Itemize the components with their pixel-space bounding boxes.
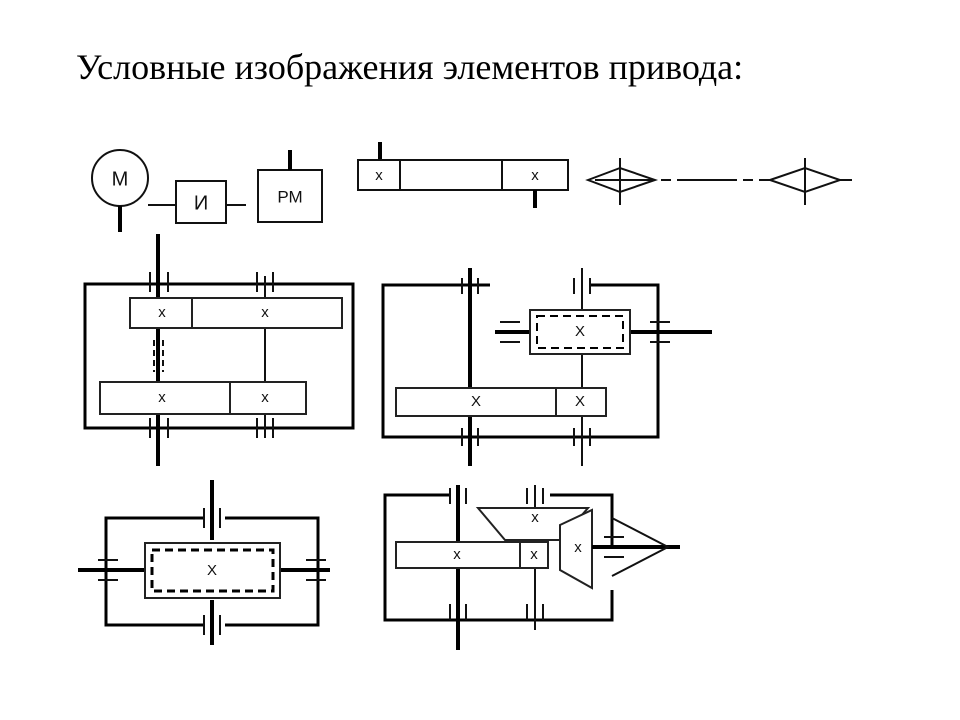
spur-gear-large [395,541,521,569]
motor-symbol: М [91,149,176,232]
coupling-box [175,180,227,224]
worm-reducer: X [78,480,330,645]
bevel-housing-left [383,493,614,622]
gear-mark: x [261,304,269,321]
bevel-output-cone [611,517,671,577]
motor-label: М [112,168,129,190]
worm-mark: X [575,323,585,340]
reducer-symbol: РМ [257,150,323,223]
gearbox-housing [83,282,355,430]
bevel-pinion [559,508,593,590]
worm-housing [381,283,660,439]
gear-mark: x [531,509,539,526]
open-gear-body [357,159,569,191]
chain-drive [585,158,852,205]
coupling-symbol: И [175,180,246,224]
bevel-housing-top [550,493,614,545]
open-gear-pair: x x [357,142,569,208]
open-gear-mark-1: x [375,167,383,184]
gear-mark: x [158,304,166,321]
spur-gear-small [519,541,549,569]
gear-large-bottom [99,381,231,415]
coupling-label: И [194,192,208,214]
reducer-worm-body [144,542,281,599]
worm-inner [536,315,624,349]
worm-gearbox-top: X X X [381,268,712,466]
gear-mark: X [575,393,585,410]
gear-mark: x [530,546,538,563]
open-gear-mark-2: x [531,167,539,184]
gear-mark: x [574,539,582,556]
worm-wheel-large [395,387,557,417]
gear-mark: x [261,389,269,406]
gear-large-top [191,297,343,329]
gear-small-bottom [229,381,307,415]
reducer-label: РМ [277,187,302,206]
worm-mark: X [207,562,217,579]
reducer-worm-inner [150,548,275,593]
bevel-gearbox: x x x x [383,485,680,650]
gear-small-top [129,297,193,329]
worm-body [529,309,631,355]
worm-wheel-small [555,387,607,417]
gear-mark: X [471,393,481,410]
slide-title: Условные изображения элементов привода: [76,47,744,87]
gear-mark: x [453,546,461,563]
gear-mark: x [158,389,166,406]
two-stage-gearbox: x x x x [83,234,355,466]
